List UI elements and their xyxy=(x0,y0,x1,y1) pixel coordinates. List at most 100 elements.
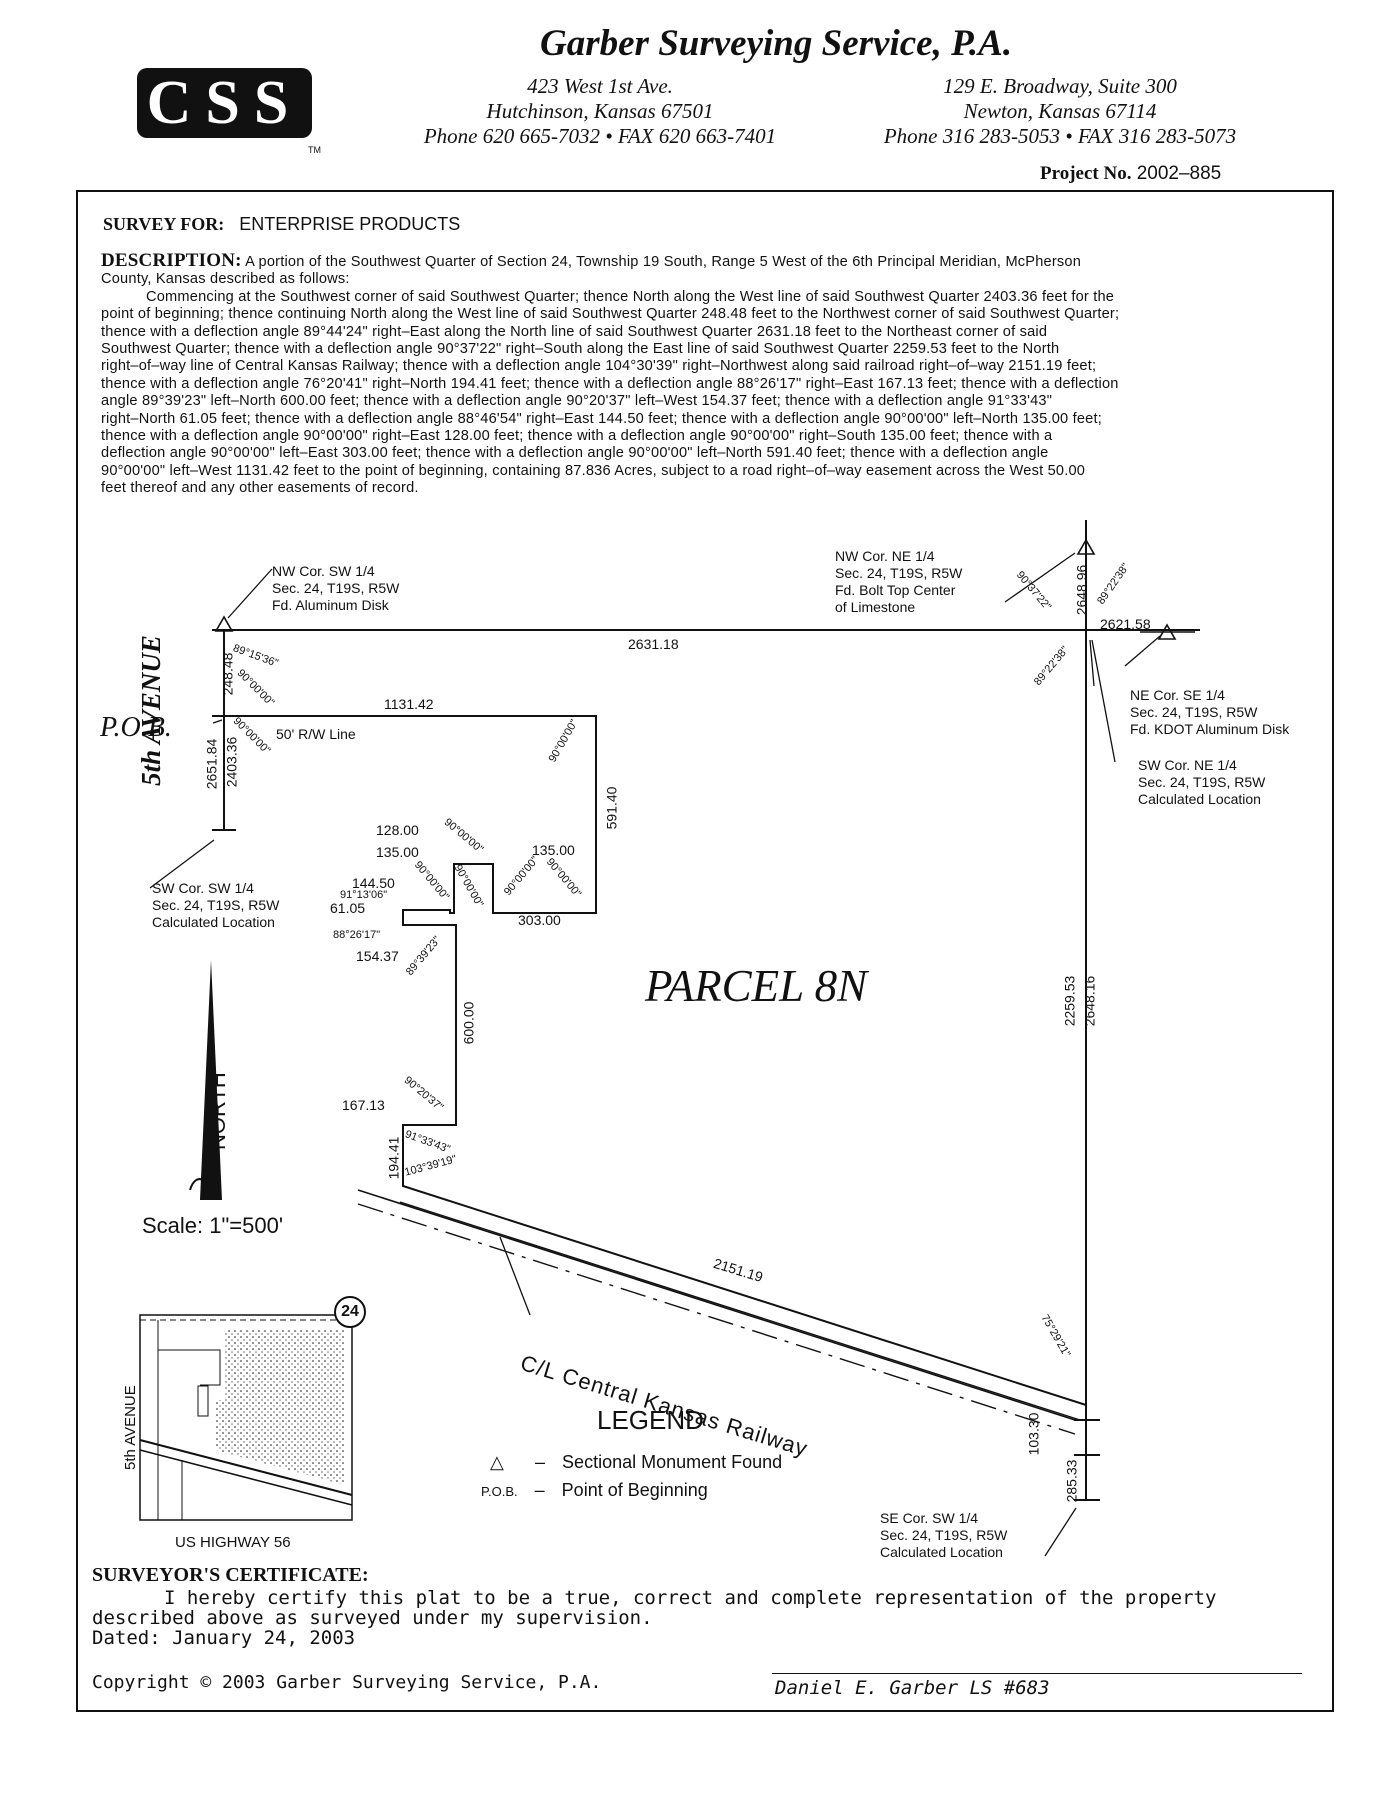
survey-for-value: ENTERPRISE PRODUCTS xyxy=(239,214,461,234)
corner-line: Sec. 24, T19S, R5W xyxy=(272,580,400,596)
project-value: 2002–885 xyxy=(1136,163,1222,184)
section-number-badge: 24 xyxy=(334,1296,366,1328)
corner-line: Calculated Location xyxy=(880,1544,1003,1560)
desc-line: County, Kansas described as follows: xyxy=(101,271,350,288)
project-number: Project No. 2002–885 xyxy=(1040,163,1221,185)
office1-city: Hutchinson, Kansas 67501 xyxy=(486,99,714,123)
dim-west-b: 248.48 xyxy=(219,652,236,696)
certificate-line: I hereby certify this plat to be a true,… xyxy=(164,1587,1217,1609)
dim-top: 1131.42 xyxy=(384,696,434,712)
dim-west-full: 2651.84 xyxy=(203,738,220,790)
corner-line: NE Cor. SE 1/4 xyxy=(1130,687,1225,703)
desc-line: angle 89°39'23" left–North 600.00 feet; … xyxy=(101,393,1053,410)
desc-line: thence with a deflection angle 89°44'24"… xyxy=(101,323,1048,340)
corner-sw-ne: SW Cor. NE 1/4 Sec. 24, T19S, R5W Calcul… xyxy=(1138,757,1265,808)
legend-item: P.O.B. – Point of Beginning xyxy=(481,1480,708,1500)
legend-text: Point of Beginning xyxy=(561,1480,708,1500)
copyright: Copyright © 2003 Garber Surveying Servic… xyxy=(92,1672,602,1693)
office1-street: 423 West 1st Ave. xyxy=(527,74,673,98)
legend-title: LEGEND xyxy=(597,1405,704,1435)
dim-ne-vert: 2648.96 xyxy=(1073,564,1090,616)
dim-north-line: 2631.18 xyxy=(628,636,679,652)
corner-line: SW Cor. NE 1/4 xyxy=(1138,757,1237,773)
dim-east-full: 2648.16 xyxy=(1081,975,1098,1027)
dim-135a: 135.00 xyxy=(376,844,419,860)
company-name: Garber Surveying Service, P.A. xyxy=(540,23,1013,64)
office2-city: Newton, Kansas 67114 xyxy=(963,99,1157,123)
vicinity-road-5th: 5th AVENUE xyxy=(122,1385,139,1470)
dim-194: 194.41 xyxy=(385,1136,402,1180)
corner-nw-ne: NW Cor. NE 1/4 Sec. 24, T19S, R5W Fd. Bo… xyxy=(835,548,962,616)
desc-line: thence with a deflection angle 90°00'00"… xyxy=(101,428,1053,445)
dim-se-a: 103.30 xyxy=(1025,1412,1042,1456)
vicinity-road-us56: US HIGHWAY 56 xyxy=(175,1534,291,1551)
office2-street: 129 E. Broadway, Suite 300 xyxy=(943,74,1177,98)
corner-line: Calculated Location xyxy=(152,914,275,930)
pob-label: P.O.B. xyxy=(100,712,172,743)
dim-154: 154.37 xyxy=(356,948,399,964)
corner-sw-sw: SW Cor. SW 1/4 Sec. 24, T19S, R5W Calcul… xyxy=(152,880,279,931)
rw-line-label: 50' R/W Line xyxy=(276,726,356,742)
certificate-line: described above as surveyed under my sup… xyxy=(92,1607,653,1629)
logo-text: CSS xyxy=(146,69,303,137)
office1-phone: Phone 620 665-7032 • FAX 620 663-7401 xyxy=(423,124,777,148)
corner-line: Sec. 24, T19S, R5W xyxy=(835,565,963,581)
north-label: NORTH xyxy=(205,1072,230,1150)
desc-line: feet thereof and any other easements of … xyxy=(101,480,419,497)
street-name-5th-avenue: 5th AVENUE xyxy=(135,635,166,786)
office-newton: 129 E. Broadway, Suite 300 Newton, Kansa… xyxy=(840,74,1280,149)
dim-se-b: 285.33 xyxy=(1063,1459,1080,1503)
corner-line: Calculated Location xyxy=(1138,791,1261,807)
corner-line: Sec. 24, T19S, R5W xyxy=(880,1527,1008,1543)
corner-line: Sec. 24, T19S, R5W xyxy=(152,897,280,913)
corner-line: Fd. KDOT Aluminum Disk xyxy=(1130,721,1290,737)
dim-west-a: 2403.36 xyxy=(223,736,240,788)
project-label: Project No. xyxy=(1040,163,1132,184)
monument-triangle-icon: △ xyxy=(490,1452,504,1472)
survey-for-label: SURVEY FOR: xyxy=(103,214,225,234)
dim-east-notch: 591.40 xyxy=(603,786,620,830)
corner-line: Fd. Bolt Top Center xyxy=(835,582,956,598)
desc-line: 90°00'00" left–West 1131.42 feet to the … xyxy=(101,462,1086,479)
desc-line: Commencing at the Southwest corner of sa… xyxy=(146,288,1115,305)
surveyor-certificate-title: SURVEYOR'S CERTIFICATE: xyxy=(92,1564,369,1586)
desc-line: A portion of the Southwest Quarter of Se… xyxy=(245,254,1082,270)
office2-phone: Phone 316 283-5053 • FAX 316 283-5073 xyxy=(883,124,1237,148)
scale-label: Scale: 1"=500' xyxy=(142,1213,284,1238)
angle-label: 88°26'17" xyxy=(333,929,381,941)
corner-nw-sw: NW Cor. SW 1/4 Sec. 24, T19S, R5W Fd. Al… xyxy=(272,563,399,614)
corner-line: Sec. 24, T19S, R5W xyxy=(1138,774,1266,790)
logo-trademark: TM xyxy=(308,145,321,155)
corner-line: SW Cor. SW 1/4 xyxy=(152,880,254,896)
desc-line: thence with a deflection angle 76°20'41"… xyxy=(101,375,1119,392)
certificate-dated: Dated: January 24, 2003 xyxy=(92,1627,356,1649)
signature: Daniel E. Garber LS #683 xyxy=(775,1677,1050,1699)
dim-135b: 135.00 xyxy=(532,842,575,858)
dim-144: 144.50 xyxy=(352,875,395,891)
dim-128: 128.00 xyxy=(376,822,419,838)
legend-text: Sectional Monument Found xyxy=(562,1452,783,1472)
dim-61: 61.05 xyxy=(330,900,366,916)
desc-line: right–North 61.05 feet; thence with a de… xyxy=(101,410,1102,427)
dim-600: 600.00 xyxy=(460,1001,477,1045)
plat-frame xyxy=(76,190,1334,1712)
corner-line: Sec. 24, T19S, R5W xyxy=(1130,704,1258,720)
dim-east: 2259.53 xyxy=(1061,975,1078,1027)
description-label: DESCRIPTION: xyxy=(101,250,242,271)
legal-description: DESCRIPTION: A portion of the Southwest … xyxy=(101,250,1326,498)
desc-line: deflection angle 90°00'00" left–East 303… xyxy=(101,445,1049,462)
vicinity-map xyxy=(139,1314,353,1521)
survey-for: SURVEY FOR: ENTERPRISE PRODUCTS xyxy=(103,214,460,235)
css-logo: CSS xyxy=(137,68,312,138)
angle-label: 91°13'06" xyxy=(340,889,388,901)
dim-ne-short: 2621.58 xyxy=(1100,616,1151,632)
desc-line: Southwest Quarter; thence with a deflect… xyxy=(101,341,1060,358)
corner-se-sw: SE Cor. SW 1/4 Sec. 24, T19S, R5W Calcul… xyxy=(880,1510,1007,1561)
desc-line: point of beginning; thence continuing No… xyxy=(101,306,1120,323)
legend-item: △ – Sectional Monument Found xyxy=(490,1452,783,1472)
office-hutchinson: 423 West 1st Ave. Hutchinson, Kansas 675… xyxy=(380,74,820,149)
desc-line: right–of–way line of Central Kansas Rail… xyxy=(101,358,1097,375)
certificate-body: I hereby certify this plat to be a true,… xyxy=(92,1588,1322,1648)
corner-line: NW Cor. NE 1/4 xyxy=(835,548,935,564)
parcel-label: PARCEL 8N xyxy=(645,961,868,1011)
